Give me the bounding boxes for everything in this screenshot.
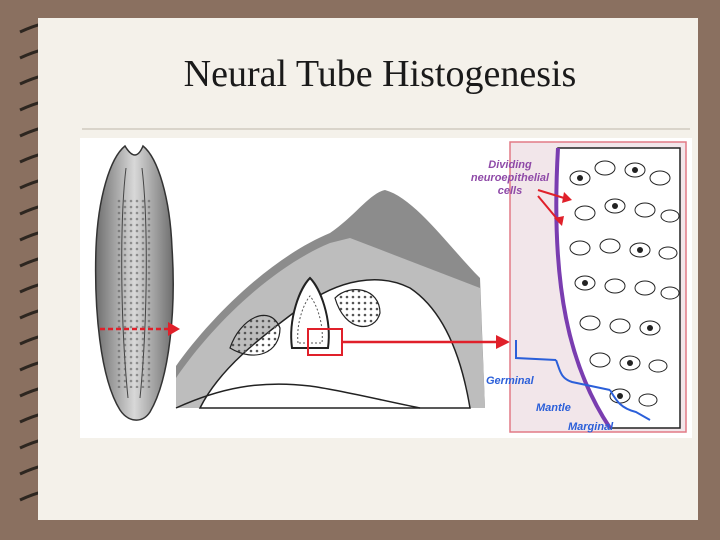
svg-text:Dividing: Dividing <box>488 159 532 171</box>
neural-tube-cross-section <box>175 190 485 409</box>
dividing-label-line2: neuroepithelial <box>471 172 550 184</box>
title-divider <box>82 128 690 130</box>
marginal-bracket <box>609 389 651 421</box>
germinal-bracket <box>515 340 557 361</box>
marginal-label: Marginal <box>568 421 614 433</box>
dividing-label-line3: cells <box>498 185 522 197</box>
dividing-label-line1: Dividing <box>488 159 532 171</box>
germinal-label: Germinal <box>486 375 535 387</box>
arrow-head-icon <box>496 335 510 349</box>
svg-text:neuroepithelial: neuroepithelial <box>471 172 550 184</box>
slide-title: Neural Tube Histogenesis <box>183 53 577 95</box>
neural-tube-figure: Dividing neuroepithelial cells Germinal … <box>80 138 692 438</box>
embryo-dorsal-view <box>94 144 174 421</box>
svg-text:cells: cells <box>498 185 522 197</box>
mantle-bracket <box>555 359 611 391</box>
dividing-pointer-2 <box>537 195 559 221</box>
arrow-head-icon <box>554 216 564 226</box>
arrow-head-icon <box>562 192 572 203</box>
mantle-label: Mantle <box>536 402 571 414</box>
arrow-head-icon <box>168 322 180 336</box>
neuroepithelium-layer <box>554 147 681 430</box>
dividing-pointer-1 <box>537 189 565 199</box>
